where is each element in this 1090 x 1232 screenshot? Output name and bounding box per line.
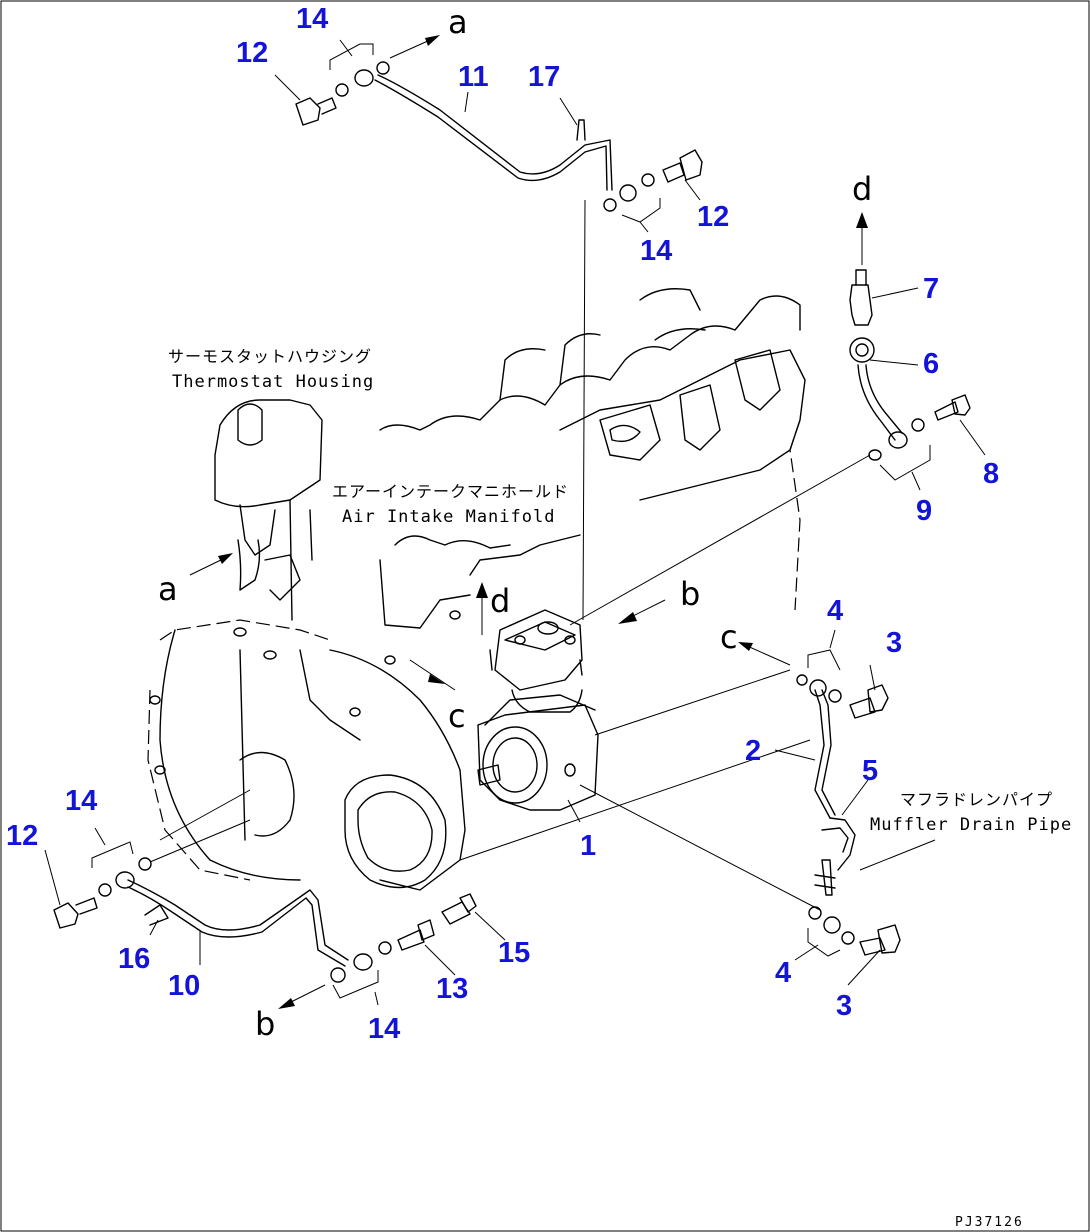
callout-9: 9	[916, 495, 932, 527]
callout-16: 16	[118, 943, 150, 975]
connection-arrows	[189, 35, 868, 1009]
leader-compressor-to-9	[569, 454, 871, 626]
tube-5-drawing	[814, 817, 856, 896]
callout-13: 13	[436, 973, 468, 1005]
fittings-bottom	[53, 841, 477, 999]
leader-engine-to-10	[149, 819, 251, 863]
callout-12-left: 12	[6, 820, 38, 852]
callout-14-left: 14	[65, 785, 97, 817]
air-compressor-drawing	[477, 609, 599, 811]
intake-label-jp: エアーインテークマニホールド	[332, 482, 569, 501]
tube-6-drawing	[849, 337, 903, 441]
callout-8: 8	[983, 458, 999, 490]
letter-d-middle: d	[490, 582, 510, 620]
fittings-right	[796, 269, 971, 957]
callout-4-bottom: 4	[775, 957, 791, 989]
callout-15: 15	[498, 937, 530, 969]
letter-d-top: d	[852, 170, 872, 208]
muffler-label-en: Muffler Drain Pipe	[870, 815, 1072, 835]
callout-leaders	[44, 39, 986, 1006]
letter-b-bottom: b	[255, 1005, 275, 1043]
letter-b-right: b	[680, 575, 700, 613]
fittings-top	[295, 43, 703, 223]
engine-block-drawing	[147, 288, 811, 891]
callout-7: 7	[923, 273, 939, 305]
callout-4-top: 4	[827, 595, 843, 627]
callout-3-bottom: 3	[836, 990, 852, 1022]
thermostat-label-en: Thermostat Housing	[172, 372, 374, 392]
callout-5: 5	[862, 755, 878, 787]
callout-12-right: 12	[697, 201, 729, 233]
callout-2: 2	[745, 735, 761, 767]
tube-10-drawing	[127, 879, 349, 967]
callout-11: 11	[458, 61, 489, 93]
letter-c-right: c	[720, 618, 738, 656]
leader-compressor-to-c	[594, 669, 791, 736]
drawing-code: PJ37126	[955, 1215, 1024, 1230]
tube-2-drawing	[814, 689, 836, 819]
intake-label-en: Air Intake Manifold	[342, 507, 555, 527]
letter-a-left: a	[158, 570, 178, 608]
muffler-label-jp: マフラドレンパイプ	[900, 790, 1053, 809]
leader-compressor-to-11	[582, 199, 586, 621]
callout-3-top: 3	[886, 627, 902, 659]
callout-14-top: 14	[296, 3, 328, 35]
tube-11-drawing	[374, 74, 613, 191]
letter-a-top: a	[448, 3, 468, 41]
callout-12-top: 12	[236, 37, 268, 69]
thermostat-label-jp: サーモスタットハウジング	[168, 347, 372, 366]
callout-1: 1	[580, 830, 596, 862]
callout-17: 17	[528, 61, 560, 93]
leader-compressor-to-4	[579, 784, 821, 911]
callout-10: 10	[168, 970, 200, 1002]
callout-14-right: 14	[640, 235, 672, 267]
callout-14-bottom: 14	[368, 1013, 400, 1045]
callout-6: 6	[923, 348, 939, 380]
letter-c-left: c	[448, 697, 466, 735]
